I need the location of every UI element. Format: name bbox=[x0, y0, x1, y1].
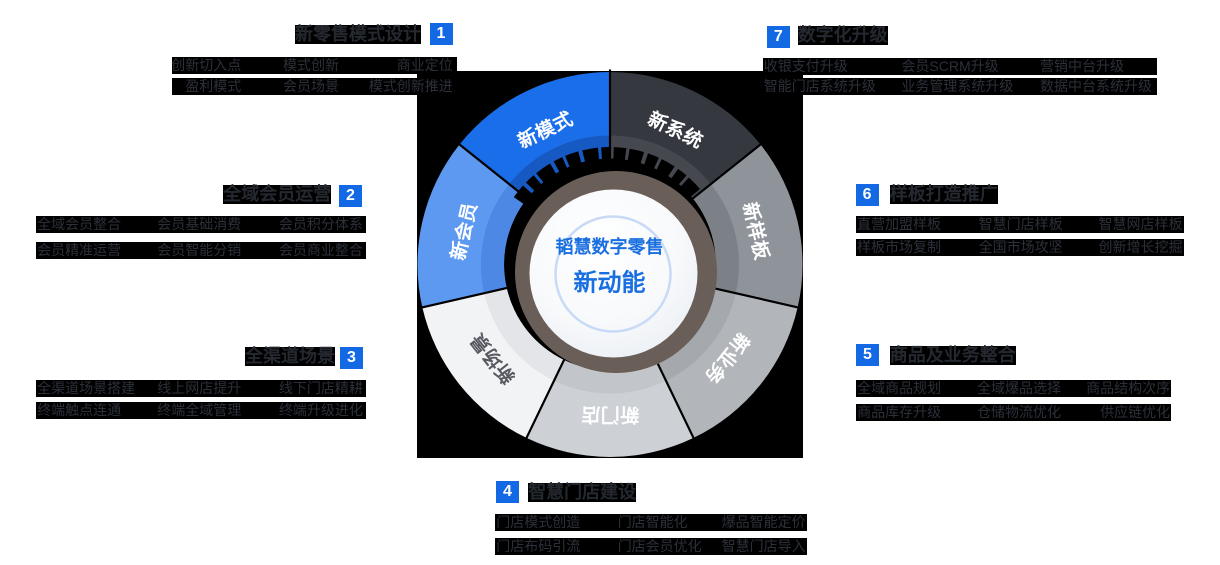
section-6-items-row-2: 样板市场复制 全国市场攻坚 创新增长挖掘 bbox=[855, 239, 1185, 256]
section-1-item: 盈利模式 bbox=[185, 78, 242, 95]
section-6-items-row-1: 直营加盟样板 智慧门店样板 智慧网店样板 bbox=[855, 215, 1185, 233]
section-6-item: 样板市场复制 bbox=[856, 239, 941, 255]
section-1-item: 会员场景 bbox=[283, 78, 339, 95]
section-1-item: 商业定位 bbox=[396, 57, 453, 73]
wedge-band-xinhuiyuan bbox=[480, 184, 528, 294]
section-7-item: 营销中台升级 bbox=[1040, 57, 1124, 74]
section-1-number-badge: 1 bbox=[429, 23, 453, 45]
section-6-item: 智慧网店样板 bbox=[1098, 215, 1183, 232]
section-5-item: 全域爆品选择 bbox=[977, 380, 1061, 396]
section-3-number-badge: 3 bbox=[340, 346, 363, 369]
section-5-number-badge: 5 bbox=[856, 344, 879, 366]
section-1-item: 模式创新 bbox=[283, 57, 339, 73]
section-7-title: 数字化升级 bbox=[797, 25, 888, 45]
section-5-item: 全域商品规划 bbox=[857, 380, 942, 396]
section-3-item: 全渠道场景搭建 bbox=[37, 379, 136, 396]
section-3-item: 线下门店精耕 bbox=[278, 379, 363, 396]
section-3-item: 终端升级进化 bbox=[278, 402, 363, 418]
section-1-item: 模式创新推进 bbox=[368, 78, 453, 95]
section-5-title: 商品及业务整合 bbox=[889, 344, 1016, 365]
section-1-items-row-1: 创新切入点 模式创新 商业定位 bbox=[171, 57, 457, 74]
section-5-items-row-1: 全域商品规划 全域爆品选择 商品结构次序 bbox=[856, 380, 1171, 397]
center-subtitle: 新动能 bbox=[573, 269, 646, 297]
section-3-item: 终端全域管理 bbox=[157, 402, 242, 418]
section-6-item: 创新增长挖掘 bbox=[1098, 239, 1183, 255]
section-2-title: 全域会员运营 bbox=[223, 184, 332, 204]
section-4-item: 门店布码引流 bbox=[496, 538, 581, 554]
section-3-items-row-1: 全渠道场景搭建 线上网店提升 线下门店精耕 bbox=[36, 379, 366, 397]
section-7-item: 智能门店系统升级 bbox=[763, 78, 876, 95]
section-4-item: 门店会员优化 bbox=[617, 538, 702, 554]
wedge-band-xinyangban bbox=[692, 184, 740, 294]
section-6-number-badge: 6 bbox=[855, 183, 879, 206]
section-1-title: 新零售模式设计 bbox=[295, 23, 421, 44]
section-7-items-row-2: 智能门店系统升级 业务管理系统升级 数据中台系统升级 bbox=[763, 78, 1157, 96]
section-2-item: 会员基础消费 bbox=[157, 216, 242, 232]
section-5-item: 商品库存升级 bbox=[857, 403, 942, 420]
section-2-number-badge: 2 bbox=[339, 184, 362, 207]
section-7-items-row-1: 收银支付升级 会员SCRM升级 营销中台升级 bbox=[763, 57, 1157, 75]
section-7-item: 数据中台系统升级 bbox=[1040, 78, 1152, 95]
section-7-item: 会员SCRM升级 bbox=[901, 57, 999, 74]
section-1-items-row-2: 盈利模式 会员场景 模式创新推进 bbox=[172, 78, 457, 96]
section-7-number-badge: 7 bbox=[766, 25, 790, 48]
wedge-label-xinmendian: 新门店 bbox=[580, 403, 640, 424]
section-5-items-row-2: 商品库存升级 仓储物流优化 供应链优化 bbox=[856, 403, 1171, 421]
center-inner-blue-ring bbox=[554, 215, 672, 333]
section-5-item: 供应链优化 bbox=[1100, 403, 1171, 420]
section-4-item: 门店模式创造 bbox=[496, 514, 581, 530]
section-1-item: 创新切入点 bbox=[171, 57, 242, 73]
section-2-items-row-1: 全域会员整合 会员基础消费 会员积分体系 bbox=[36, 216, 366, 233]
section-5-item: 仓储物流优化 bbox=[977, 403, 1061, 420]
wedge-band-xinyewu bbox=[656, 288, 736, 381]
section-2-item: 全域会员整合 bbox=[37, 216, 122, 232]
wedge-band-xinchangjing bbox=[484, 288, 564, 381]
section-2-item: 会员智能分销 bbox=[157, 242, 242, 258]
section-5-item: 商品结构次序 bbox=[1086, 380, 1171, 396]
section-2-item: 会员商业整合 bbox=[278, 242, 363, 258]
section-6-item: 直营加盟样板 bbox=[856, 215, 941, 232]
wedge-xinmoshi bbox=[459, 72, 610, 199]
section-2-item: 会员积分体系 bbox=[278, 216, 363, 232]
section-7-item: 业务管理系统升级 bbox=[901, 78, 1014, 95]
section-4-items-row-2: 门店布码引流 门店会员优化 智慧门店导入 bbox=[495, 538, 807, 555]
wedge-separators bbox=[419, 69, 801, 441]
section-4-item: 智慧门店导入 bbox=[721, 538, 806, 554]
section-4-items-row-1: 门店模式创造 门店智能化 爆品智能定价 bbox=[495, 514, 807, 531]
section-6-item: 智慧门店样板 bbox=[978, 215, 1063, 232]
center-title: 韬慧数字零售 bbox=[555, 236, 664, 257]
hidden-text-silhouette bbox=[513, 147, 700, 205]
section-2-items-row-2: 会员精准运营 会员智能分销 会员商业整合 bbox=[36, 242, 366, 259]
section-4-item: 门店智能化 bbox=[617, 514, 688, 530]
section-3-title: 全渠道场景 bbox=[245, 346, 335, 366]
wedge-xinxitong bbox=[610, 72, 761, 199]
section-6-title: 样板打造推广 bbox=[889, 183, 998, 204]
section-7-item: 收银支付升级 bbox=[763, 57, 848, 74]
section-6-item: 全国市场攻坚 bbox=[978, 239, 1063, 255]
section-4-title: 智慧门店建设 bbox=[528, 481, 637, 502]
section-3-item: 线上网店提升 bbox=[157, 379, 242, 396]
section-4-number-badge: 4 bbox=[496, 481, 519, 503]
section-4-item: 爆品智能定价 bbox=[721, 514, 806, 530]
section-3-item: 终端触点连通 bbox=[37, 402, 122, 418]
wedge-xinyewu bbox=[656, 288, 798, 438]
section-2-item: 会员精准运营 bbox=[37, 242, 122, 258]
section-3-items-row-2: 终端触点连通 终端全域管理 终端升级进化 bbox=[36, 402, 366, 419]
wedge-xinchangjing bbox=[422, 288, 564, 438]
